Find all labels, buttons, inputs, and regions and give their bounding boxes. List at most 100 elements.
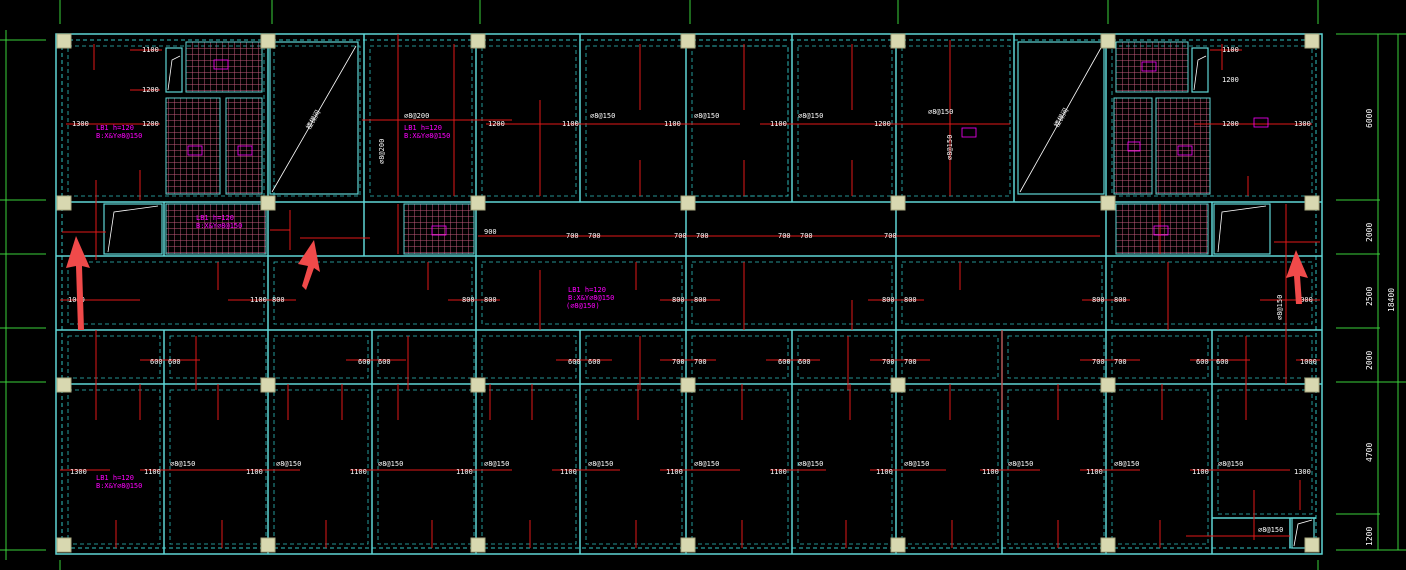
length-label: 800: [272, 296, 285, 304]
length-label: 1300: [1294, 120, 1311, 128]
length-label: 700: [674, 232, 687, 240]
total-dimension-label: 18400: [1387, 288, 1396, 312]
length-label: 1100: [664, 120, 681, 128]
length-label: 600: [798, 358, 811, 366]
length-label: 600: [588, 358, 601, 366]
slab-rebar-label: B:X&Y⌀8@150: [96, 482, 142, 490]
length-label: 600: [378, 358, 391, 366]
length-label: 1100: [456, 468, 473, 476]
length-label: 1100: [350, 468, 367, 476]
length-label: 1200: [874, 120, 891, 128]
length-label: 1000: [1300, 358, 1317, 366]
rebar-spec: ⌀8@200: [404, 112, 429, 120]
rebar-spec: ⌀8@150: [1218, 460, 1243, 468]
dimension-label: 2000: [1365, 351, 1374, 370]
length-label: 1100: [144, 468, 161, 476]
length-label: 1200: [1222, 120, 1239, 128]
length-label: 700: [800, 232, 813, 240]
rebar-lines: [60, 34, 1320, 548]
rebar-spec: ⌀8@150: [946, 135, 954, 160]
length-label: 1100: [142, 46, 159, 54]
length-label: 600: [1196, 358, 1209, 366]
length-label: 1100: [1192, 468, 1209, 476]
dimension-label: 4700: [1365, 443, 1374, 462]
dimension-label: 1200: [1365, 527, 1374, 546]
length-label: 800: [904, 296, 917, 304]
length-label: 1300: [1294, 468, 1311, 476]
stair-label: 楼梯间: [1052, 106, 1070, 129]
length-label: 800: [1092, 296, 1105, 304]
length-label: 700: [694, 358, 707, 366]
length-label: 600: [1216, 358, 1229, 366]
rebar-spec: ⌀8@150: [904, 460, 929, 468]
length-label: 600: [358, 358, 371, 366]
hatched-shafts: [165, 41, 1211, 255]
columns: [56, 33, 1320, 553]
arrow-up-icon: [1286, 250, 1308, 304]
center-spec-label: LB1 h=120: [568, 286, 606, 294]
rebar-spec: ⌀8@150: [1008, 460, 1033, 468]
dimension-label: 6000: [1365, 109, 1374, 128]
rebar-spec: ⌀8@150: [378, 460, 403, 468]
length-label: 800: [1114, 296, 1127, 304]
length-label: 700: [696, 232, 709, 240]
stair-label: 楼梯间: [304, 108, 322, 131]
dimension-label: 2500: [1365, 287, 1374, 306]
rebar-spec: ⌀8@150: [590, 112, 615, 120]
length-label: 1100: [770, 468, 787, 476]
rebar-spec: ⌀8@150: [798, 112, 823, 120]
length-label: 700: [904, 358, 917, 366]
length-label: 1100: [1222, 46, 1239, 54]
rebar-spec: ⌀8@150: [1114, 460, 1139, 468]
center-rebar-label: B:X&Y⌀8@150: [568, 294, 614, 302]
length-label: 1100: [246, 468, 263, 476]
length-label: 800: [484, 296, 497, 304]
length-label: 1100: [562, 120, 579, 128]
slab-spec-label: LB1 h=120: [96, 474, 134, 482]
center-rebar-label-2: (⌀8@150): [566, 302, 600, 310]
rebar-spec: ⌀8@150: [1258, 526, 1283, 534]
slab-rebar-label: B:X&Y⌀8@150: [196, 222, 242, 230]
rebar-spec: ⌀8@200: [378, 139, 386, 164]
rebar-spec: ⌀8@150: [798, 460, 823, 468]
length-label: 1100: [560, 468, 577, 476]
rebar-spec: ⌀8@150: [170, 460, 195, 468]
length-label: 1200: [142, 120, 159, 128]
length-label: 1100: [1086, 468, 1103, 476]
length-label: 700: [566, 232, 579, 240]
slab-spec-label: LB1 h=120: [96, 124, 134, 132]
length-label: 700: [672, 358, 685, 366]
length-label: 800: [882, 296, 895, 304]
slab-spec-label: LB1 h=120: [404, 124, 442, 132]
dimension-label: 2000: [1365, 223, 1374, 242]
length-label: 1100: [770, 120, 787, 128]
slab-rebar-label: B:X&Y⌀8@150: [404, 132, 450, 140]
length-label: 600: [568, 358, 581, 366]
arrow-up-icon: [298, 240, 320, 290]
rebar-spec: ⌀8@150: [928, 108, 953, 116]
length-label: 700: [1114, 358, 1127, 366]
rebar-spec: ⌀8@150: [276, 460, 301, 468]
slab-annotations: LB1 h=120 B:X&Y⌀8@150 LB1 h=120 B:X&Y⌀8@…: [68, 46, 1317, 534]
length-label: 1300: [70, 468, 87, 476]
arrow-up-icon: [66, 236, 90, 330]
length-label: 600: [150, 358, 163, 366]
length-label: 1200: [142, 86, 159, 94]
length-label: 900: [484, 228, 497, 236]
slab-spec-label: LB1 h=120: [196, 214, 234, 222]
rebar-spec: ⌀8@150: [1276, 295, 1284, 320]
length-label: 1100: [666, 468, 683, 476]
rebar-spec: ⌀8@150: [588, 460, 613, 468]
annotation-arrows: [66, 236, 1308, 330]
length-label: 700: [1092, 358, 1105, 366]
length-label: 600: [168, 358, 181, 366]
rebar-spec: ⌀8@150: [484, 460, 509, 468]
length-label: 1000: [68, 296, 85, 304]
length-label: 700: [778, 232, 791, 240]
slab-tags: [187, 59, 1269, 236]
length-label: 1000: [1296, 296, 1313, 304]
length-label: 1200: [488, 120, 505, 128]
slab-outline: [55, 33, 1323, 555]
length-label: 700: [588, 232, 601, 240]
